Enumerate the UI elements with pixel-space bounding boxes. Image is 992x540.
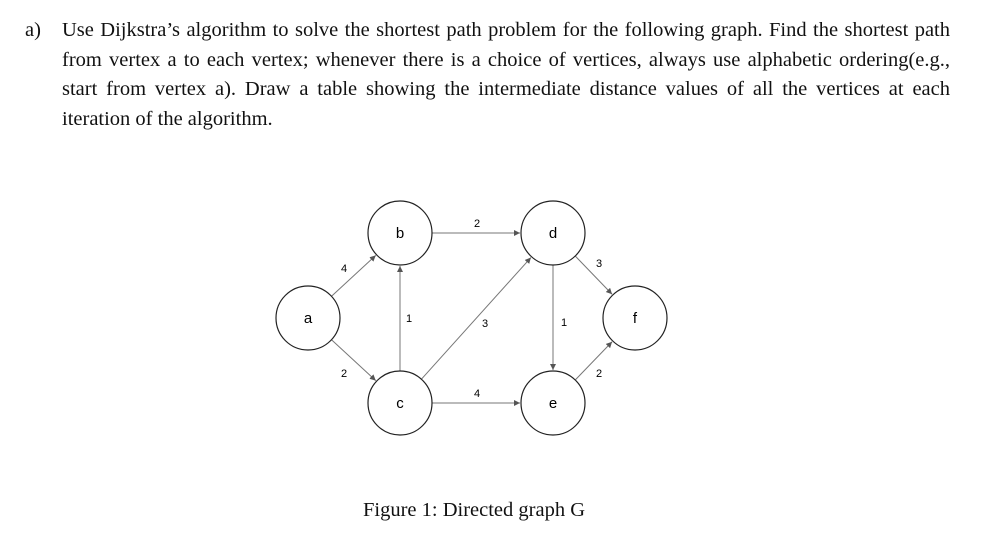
edge-a-c [331, 339, 377, 381]
question-label: a) [25, 19, 41, 41]
edge-a-b [331, 255, 377, 297]
node-label: f [633, 310, 638, 327]
node-d [520, 200, 586, 266]
node-c [367, 370, 433, 436]
node-label: d [549, 225, 557, 242]
node-label: e [549, 395, 557, 412]
question-body: Use Dijkstra’s algorithm to solve the sh… [62, 19, 950, 131]
edge-weight-label: 4 [474, 388, 480, 400]
edge-weight-label: 2 [474, 218, 480, 230]
edge-c-d [421, 257, 532, 380]
question-text: a) Use Dijkstra’s algorithm to solve the… [25, 16, 950, 135]
figure-caption: Figure 1: Directed graph G [362, 499, 586, 521]
edge-weight-label: 1 [561, 317, 567, 329]
edge-weight-label: 2 [596, 368, 602, 380]
edge-d-f [574, 255, 613, 295]
edge-weight-label: 4 [341, 263, 347, 275]
edge-weight-label: 1 [406, 313, 412, 325]
node-label: b [396, 225, 404, 242]
node-e [520, 370, 586, 436]
node-label: a [304, 310, 313, 327]
edge-weight-label: 2 [341, 368, 347, 380]
edge-weight-label: 3 [596, 258, 602, 270]
edge-weight-label: 3 [482, 318, 488, 330]
node-label: c [396, 395, 404, 412]
node-a [275, 285, 341, 351]
node-b [367, 200, 433, 266]
edge-e-f [574, 341, 613, 381]
node-f [602, 285, 668, 351]
